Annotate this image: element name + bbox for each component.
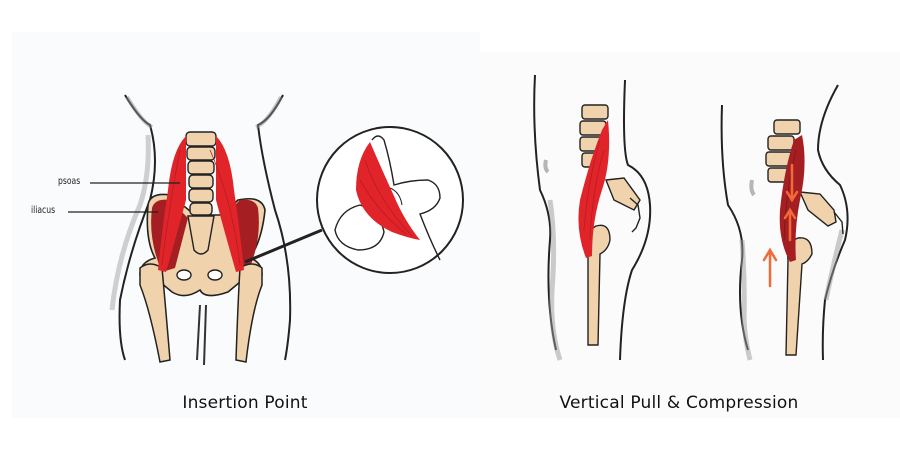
side-view-contracted xyxy=(720,84,849,361)
iliacus-label: iliacus xyxy=(31,205,56,216)
side-view-relaxed xyxy=(533,74,652,361)
upward-pull-arrow xyxy=(762,247,778,288)
insertion-point-caption: Insertion Point xyxy=(182,393,308,413)
psoas-muscle xyxy=(158,136,186,272)
hip-joint-inset xyxy=(316,126,464,274)
vertical-pull-caption: Vertical Pull & Compression xyxy=(559,393,799,413)
psoas-label: psoas xyxy=(58,176,81,187)
lumbar-spine xyxy=(185,131,217,255)
compression-arrows xyxy=(783,163,799,242)
front-view-figure xyxy=(68,94,464,366)
